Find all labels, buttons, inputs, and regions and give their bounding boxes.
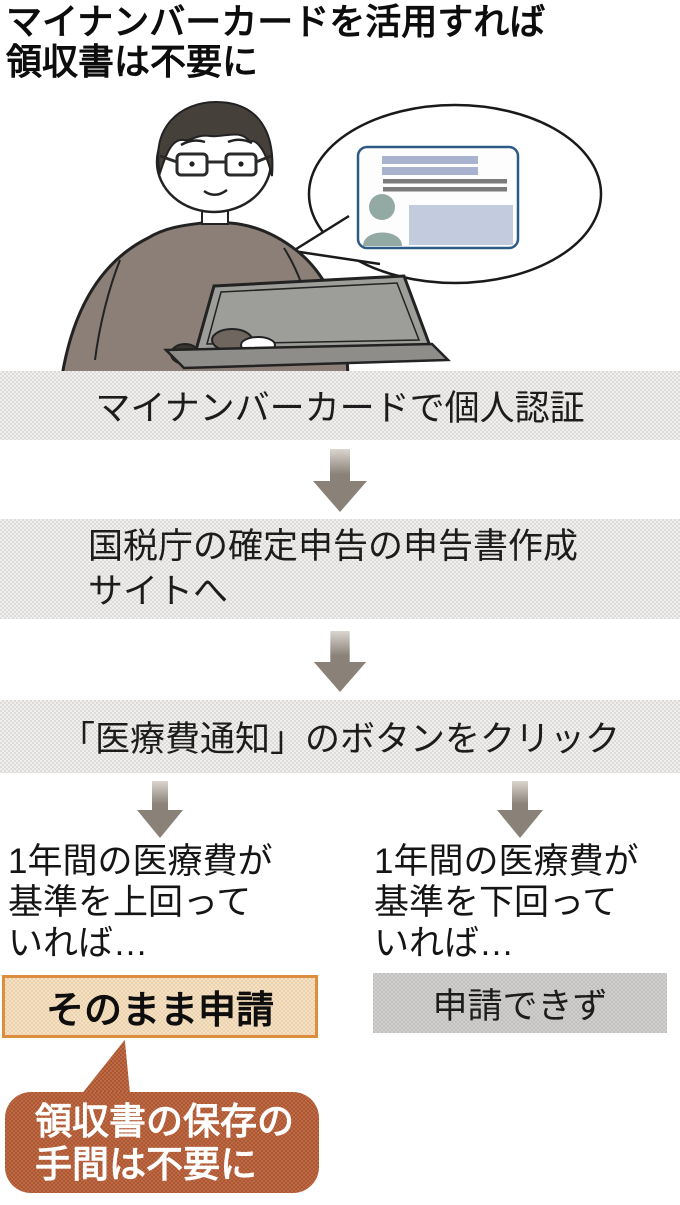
card-holder-silhouette-icon [363,194,402,246]
branch-right-condition-line-2: 基準を下回って [374,883,618,922]
branch-left-condition-line-3: いれば… [8,924,149,963]
my-number-card-icon [356,145,520,250]
callout-line-2: 手間は不要に [35,1143,257,1185]
headline-line-2: 領収書は不要に [6,41,259,82]
branch-arrow-left [137,781,183,838]
headline: マイナンバーカードを活用すれば 領収書は不要に [6,2,674,82]
flow-step-2-line-1: 国税庁の確定申告の申告書作成 [88,527,579,566]
result-positive-box: そのまま申請 [2,975,318,1038]
flow-arrow-down-2 [313,631,367,693]
branch-left-condition-line-2: 基準を上回って [8,883,252,922]
intro-illustration [60,100,603,376]
branch-right-condition: 1年間の医療費が 基準を下回って いれば… [374,841,680,964]
branch-right-condition-line-1: 1年間の医療費が [374,842,639,881]
glasses-icon [159,152,272,177]
branch-left-condition: 1年間の医療費が 基準を上回って いれば… [8,841,348,964]
callout-bubble: 領収書の保存の 手間は不要に [5,1092,319,1193]
result-negative-box: 申請できず [373,973,667,1033]
person-at-laptop-illustration [60,100,451,376]
laptop-icon [163,274,451,370]
branch-arrow-right [497,781,543,838]
result-negative-label: 申請できず [432,986,608,1026]
flow-step-3: 「医療費通知」のボタンをクリック [0,700,680,773]
card-photo-area [409,205,513,245]
flow-step-3-label: 「医療費通知」のボタンをクリック [59,720,620,759]
flow-step-2: 国税庁の確定申告の申告書作成 サイトへ [0,519,680,619]
branch-right-condition-line-3: いれば… [374,924,515,963]
callout-line-1: 領収書の保存の [35,1100,294,1142]
flow-step-1: マイナンバーカードで個人認証 [0,371,680,440]
callout-pointer [81,1040,130,1094]
flow-arrow-down-1 [313,449,367,512]
result-positive-label: そのまま申請 [45,990,274,1032]
headline-line-1: マイナンバーカードを活用すれば [6,1,546,42]
hair [157,100,274,177]
branch-left-condition-line-1: 1年間の医療費が [8,842,273,881]
flow-step-1-label: マイナンバーカードで個人認証 [95,389,585,428]
flow-step-2-line-2: サイトへ [88,572,229,611]
